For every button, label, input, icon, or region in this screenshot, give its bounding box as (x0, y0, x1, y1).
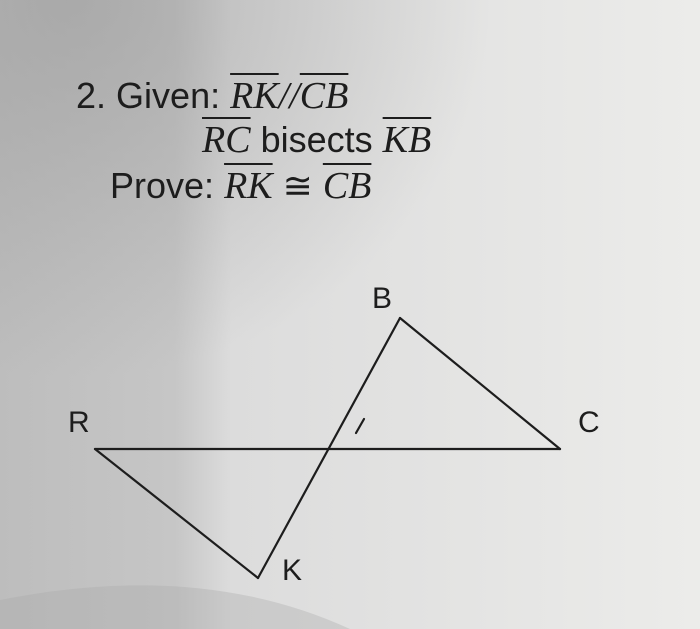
segment-kb-line (256, 316, 402, 580)
congruent-symbol: ≅ (282, 165, 313, 206)
segment-cb: CB (299, 75, 349, 117)
segment-bc-line (398, 316, 562, 451)
given-label: Given: (116, 75, 221, 116)
point-label-b: B (372, 282, 392, 315)
point-label-r: R (68, 406, 90, 439)
point-label-c: C (578, 406, 600, 439)
prove-label: Prove: (110, 165, 215, 206)
problem-number: 2. (76, 75, 107, 116)
parallel-symbol: // (278, 75, 300, 117)
prove-line: Prove: RK ≅ CB (110, 165, 372, 207)
prove-segment-cb: CB (322, 165, 372, 207)
prove-segment-rk: RK (224, 165, 273, 207)
segment-rk: RK (230, 75, 279, 117)
given-line-2: RC bisects KB (202, 119, 432, 161)
given-line-1: 2. Given: RK//CB (76, 75, 349, 117)
point-label-k: K (282, 554, 302, 587)
bisect-tick-mark (354, 417, 366, 435)
segment-rc: RC (202, 119, 251, 161)
segment-rk-line (93, 447, 260, 580)
bisects-text: bisects (260, 119, 373, 160)
segment-kb: KB (382, 119, 432, 161)
